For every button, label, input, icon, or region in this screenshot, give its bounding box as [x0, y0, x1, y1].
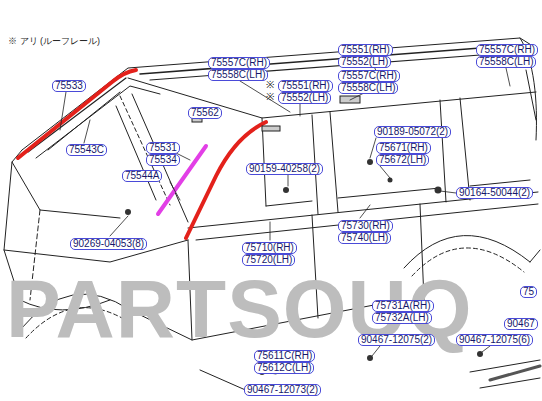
- callout-number: 75611C(RH): [254, 350, 315, 362]
- callout-number: 75544A: [122, 170, 162, 182]
- callout-number: 75730(RH): [338, 220, 393, 232]
- callout-number: 90164-50044(2): [456, 187, 533, 199]
- callout-number: 75671(RH): [376, 142, 431, 154]
- callout-number: 90467-12075(2): [358, 334, 435, 346]
- callout-number: 75557C(RH): [338, 70, 400, 82]
- callout-number: 75557C(RH): [208, 57, 270, 69]
- callout-number: 90269-04053(8): [70, 238, 147, 250]
- callout-number: 75558C(LH): [208, 69, 268, 81]
- callout-number: 75710(RH): [242, 242, 297, 254]
- callout-number: 75531: [146, 142, 180, 154]
- callout-number: 75: [520, 286, 537, 298]
- callout-number: 75672(LH): [376, 154, 429, 166]
- callout-number: 75562: [188, 107, 222, 119]
- callout-number: 90467: [504, 318, 538, 330]
- note-text: ※ アリ (ルーフレール): [8, 36, 100, 46]
- callout-number: 75740(LH): [338, 232, 391, 244]
- callout-number: 75731A(RH): [372, 300, 434, 312]
- note-mark: ※: [266, 80, 274, 90]
- callout-number: 75558C(LH): [338, 82, 398, 94]
- callout-number: 75551(RH): [338, 44, 393, 56]
- callout-number: 90159-40258(2): [246, 163, 323, 175]
- callout-number: 90189-05072(2): [374, 126, 451, 138]
- callout-number: 75732A(LH): [372, 312, 432, 324]
- callout-number: 75558C(LH): [476, 56, 536, 68]
- note-mark: ※: [266, 92, 274, 102]
- callout-number: 90467-12075(6): [456, 334, 533, 346]
- callout-number: 75720(LH): [242, 254, 295, 266]
- callout-number: 75543C: [66, 144, 107, 156]
- callout-number: 90467-12073(2): [244, 384, 321, 396]
- callout-number: 75612C(LH): [254, 362, 314, 374]
- callout-number: 75552(LH): [338, 56, 391, 68]
- callout-number: 75534: [146, 154, 180, 166]
- callout-number: 75552(LH): [278, 92, 331, 104]
- callout-number: 75557C(RH): [476, 44, 538, 56]
- callout-number: 75533: [52, 80, 86, 92]
- callout-number: 75551(RH): [278, 80, 333, 92]
